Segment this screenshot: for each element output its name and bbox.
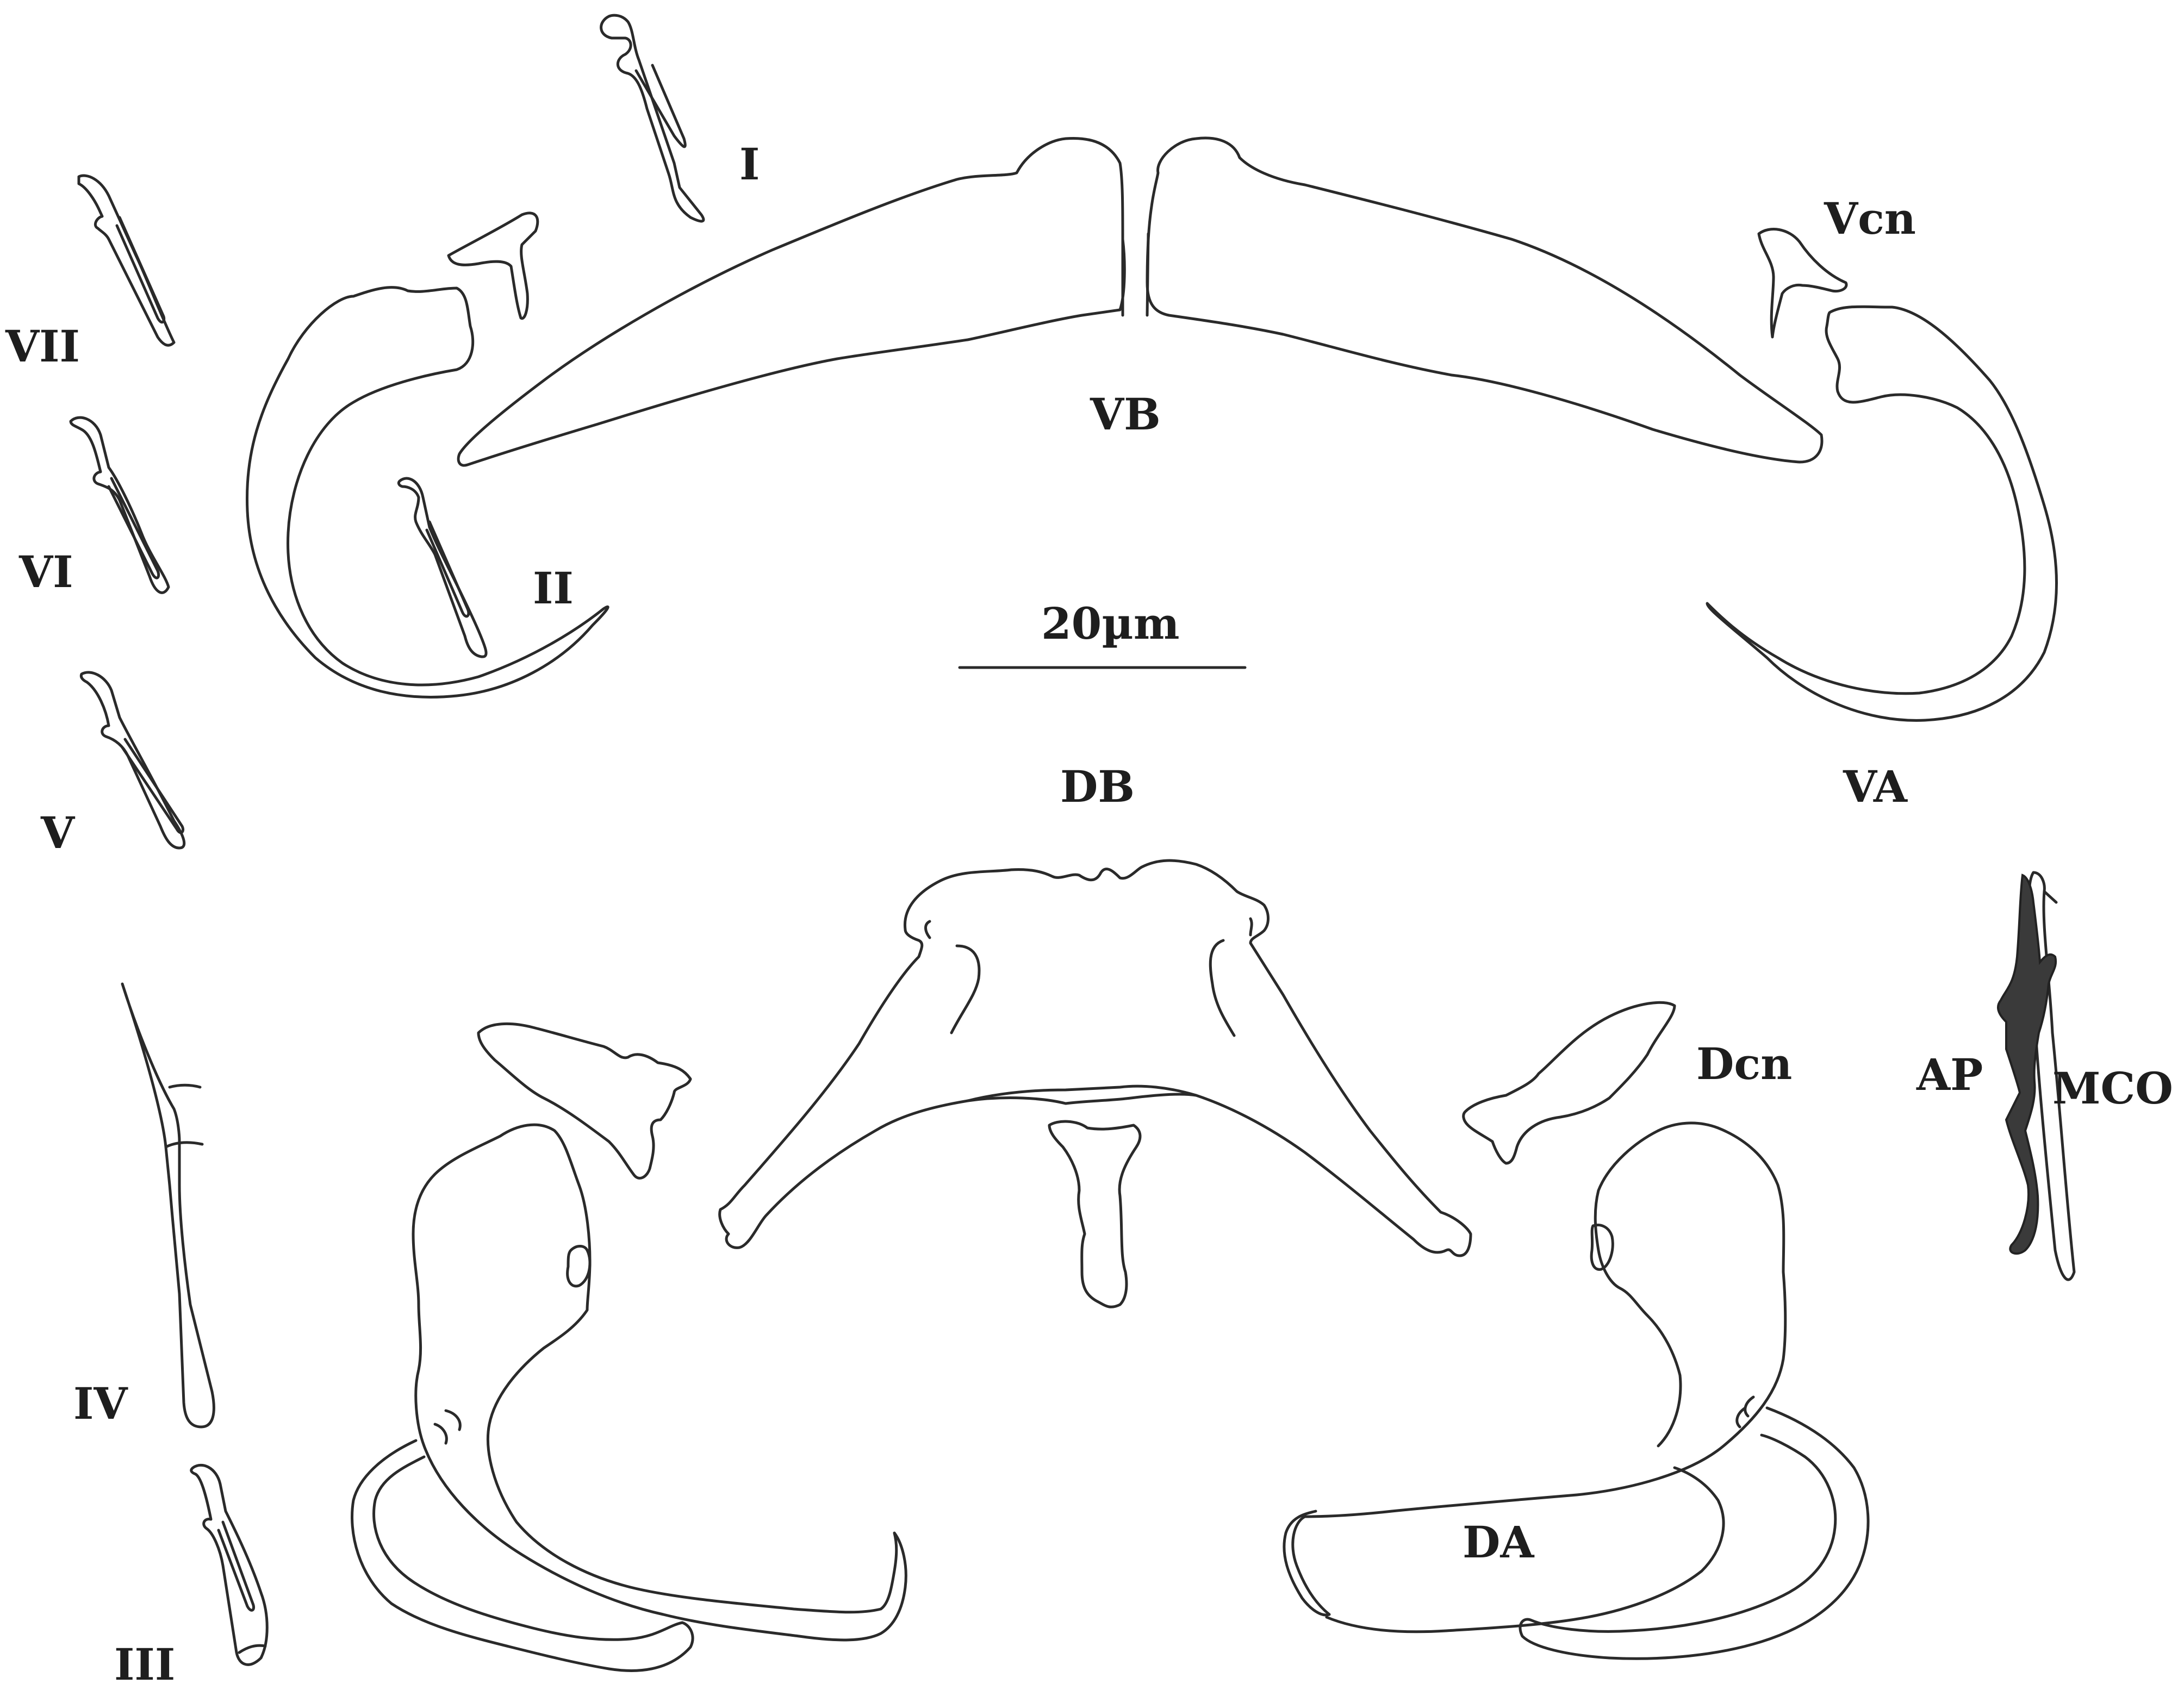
dorsal-connective-left [477,1022,692,1180]
label-dorsal-anchor: DA [1463,1517,1534,1568]
label-hook-V: V [40,807,76,858]
hook-II [397,477,488,658]
dorsal-anchor-right [1283,1121,1870,1660]
label-hook-I: I [739,139,760,190]
dorsal-anchor-left [351,1123,907,1672]
hook-III [190,1463,269,1666]
hook-V [79,671,186,850]
label-hook-VI: VI [18,546,73,597]
label-ventral-connective: Vcn [1824,193,1916,244]
ventral-bar [457,136,1824,467]
ventral-anchor-left [245,286,609,699]
dorsal-bar [718,859,1472,1308]
label-hook-IV: IV [73,1378,128,1429]
ventral-connective-left [447,211,539,320]
label-dorsal-bar: DB [1060,761,1135,812]
accessory-piece [1997,874,2057,1255]
label-hook-II: II [533,563,574,614]
dorsal-connective-right [1462,1001,1676,1165]
label-accessory-piece: AP [1916,1049,1983,1100]
labels: I II III IV V VI VII VB Vcn VA DB Dcn DA… [5,139,2173,1690]
label-ventral-bar: VB [1090,389,1161,440]
label-hook-III: III [114,1639,175,1690]
ventral-anchor-right [1706,305,2058,722]
label-hook-VII: VII [5,321,80,372]
label-dorsal-connective: Dcn [1696,1038,1792,1089]
scale-bar-label: 20µm [1041,598,1180,649]
hook-VI [69,416,170,594]
hook-IV [121,982,215,1429]
label-ventral-anchor: VA [1843,761,1908,812]
hook-I [600,14,705,223]
hook-VII [77,174,176,347]
ventral-connective-right [1757,228,1848,339]
label-mco: MCO [2052,1063,2173,1114]
